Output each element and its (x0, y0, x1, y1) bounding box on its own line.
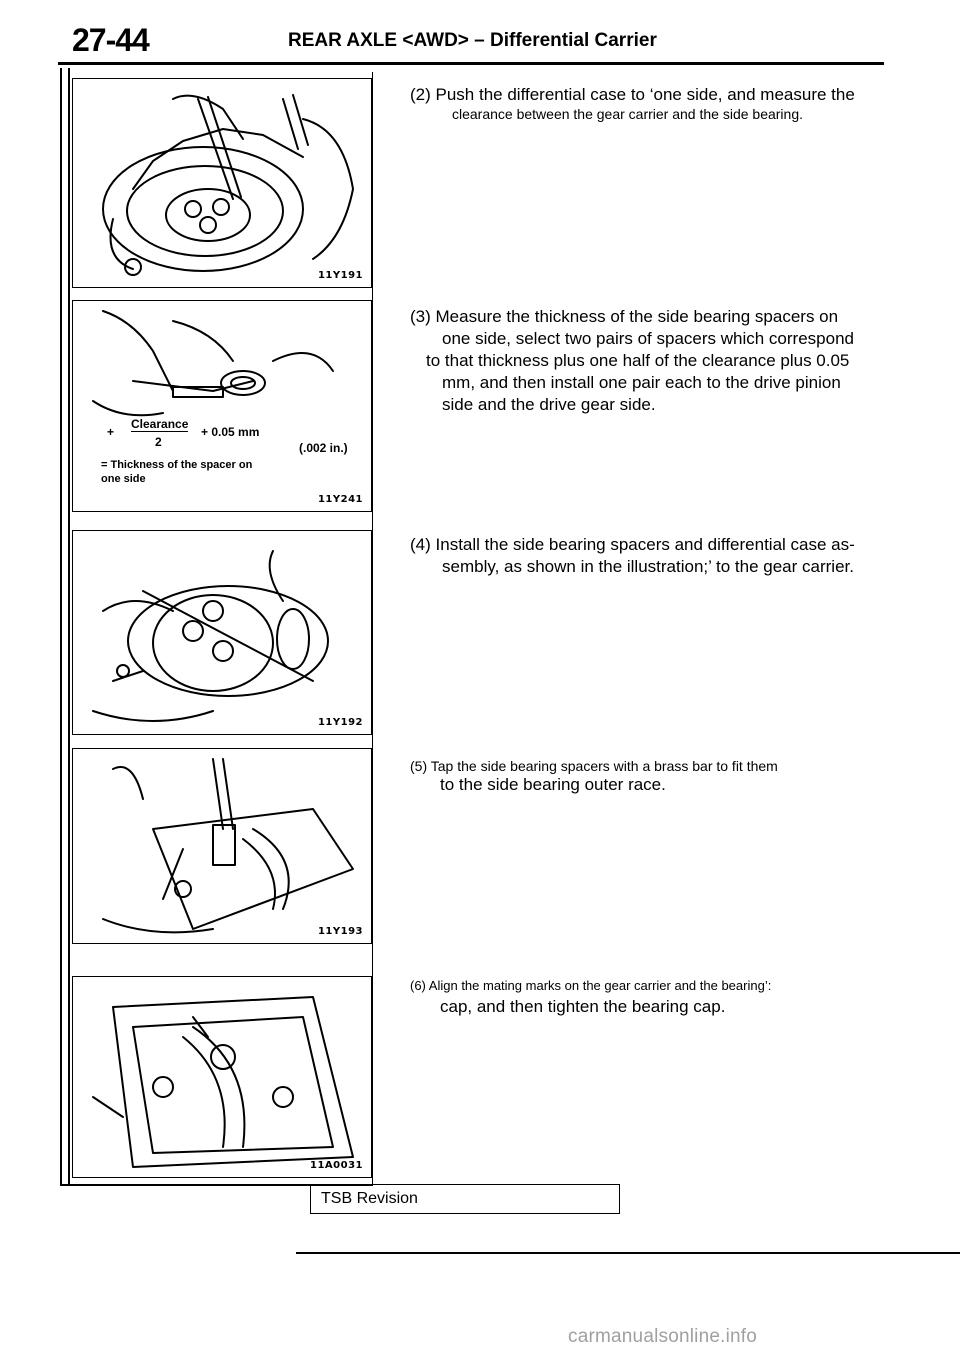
formula-second-line: one side (101, 473, 146, 485)
header-rule (58, 62, 884, 65)
differential-measure-illustration (102, 94, 354, 276)
section-title: REAR AXLE <AWD> – Differential Carrier (288, 30, 657, 51)
left-frame-line-outer (60, 68, 62, 1186)
step-4: (4) Install the side bearing spacers and… (410, 534, 880, 556)
watermark: carmanualsonline.info (568, 1326, 758, 1347)
step-2: (2) Push the differential case to ‘one s… (410, 84, 880, 106)
step-text: clearance between the gear carrier and t… (452, 106, 803, 122)
figure-5: 11A0031 (72, 976, 372, 1178)
step-3: (3) Measure the thickness of the side be… (410, 306, 880, 328)
left-frame-line-inner (68, 68, 70, 1186)
step-text: Measure the thickness of the side bearin… (435, 307, 839, 326)
page-number: 27-44 (72, 22, 150, 58)
step-number: (6) (410, 978, 426, 993)
formula-numerator: Clearance (131, 417, 189, 432)
bearing-cap-illustration (92, 996, 354, 1168)
frame-bottom-line (60, 1184, 372, 1186)
tsb-revision-box: TSB Revision (310, 1184, 620, 1214)
step-6-line2: cap, and then tighten the bearing cap. (440, 997, 726, 1016)
step-3-line2: one side, select two pairs of spacers wh… (442, 329, 854, 348)
formula-equals-line: = Thickness of the spacer on (101, 459, 253, 471)
formula-plus-value: + 0.05 mm (201, 425, 260, 439)
formula-denominator: 2 (155, 435, 162, 449)
step-2-continued: clearance between the gear carrier and t… (452, 104, 882, 124)
step-5-line2: to the side bearing outer race. (440, 775, 666, 794)
figure-id: 11Y241 (317, 494, 363, 505)
step-3-line4: mm, and then install one pair each to th… (442, 373, 841, 392)
figure-2: + Clearance 2 + 0.05 mm (.002 in.) = Thi… (72, 300, 372, 512)
formula-inch-value: (.002 in.) (299, 441, 348, 455)
step-5: (5) Tap the side bearing spacers with a … (410, 756, 880, 776)
figure-4: 11Y193 (72, 748, 372, 944)
formula-plus: + (107, 425, 115, 439)
step-text: Align the mating marks on the gear carri… (428, 978, 772, 993)
step-text: Install the side bearing spacers and dif… (435, 535, 855, 554)
step-text: Tap the side bearing spacers with a bras… (430, 758, 778, 774)
step-6: (6) Align the mating marks on the gear c… (410, 976, 890, 996)
step-3-line3: to that thickness plus one half of the c… (426, 351, 850, 370)
footer-rule (296, 1252, 960, 1254)
step-number: (2) (410, 85, 431, 104)
figure-id: 11A0031 (310, 1160, 363, 1171)
figure-3: 11Y192 (72, 530, 372, 735)
tap-spacer-illustration (102, 758, 354, 934)
frame-divider (372, 72, 373, 1186)
figure-1: 11Y191 (72, 78, 372, 288)
figure-id: 11Y191 (317, 270, 363, 281)
step-4-line2: sembly, as shown in the illustration;’ t… (442, 557, 854, 576)
step-3-line5: side and the drive gear side. (442, 395, 656, 414)
step-number: (5) (410, 758, 428, 774)
step-text: Push the differential case to ‘one side,… (435, 85, 855, 104)
step-number: (4) (410, 535, 431, 554)
step-number: (3) (410, 307, 431, 326)
figure-id: 11Y192 (317, 717, 363, 728)
install-spacer-illustration (92, 550, 329, 722)
figure-id: 11Y193 (317, 926, 363, 937)
spacer-measure-illustration (92, 310, 334, 417)
